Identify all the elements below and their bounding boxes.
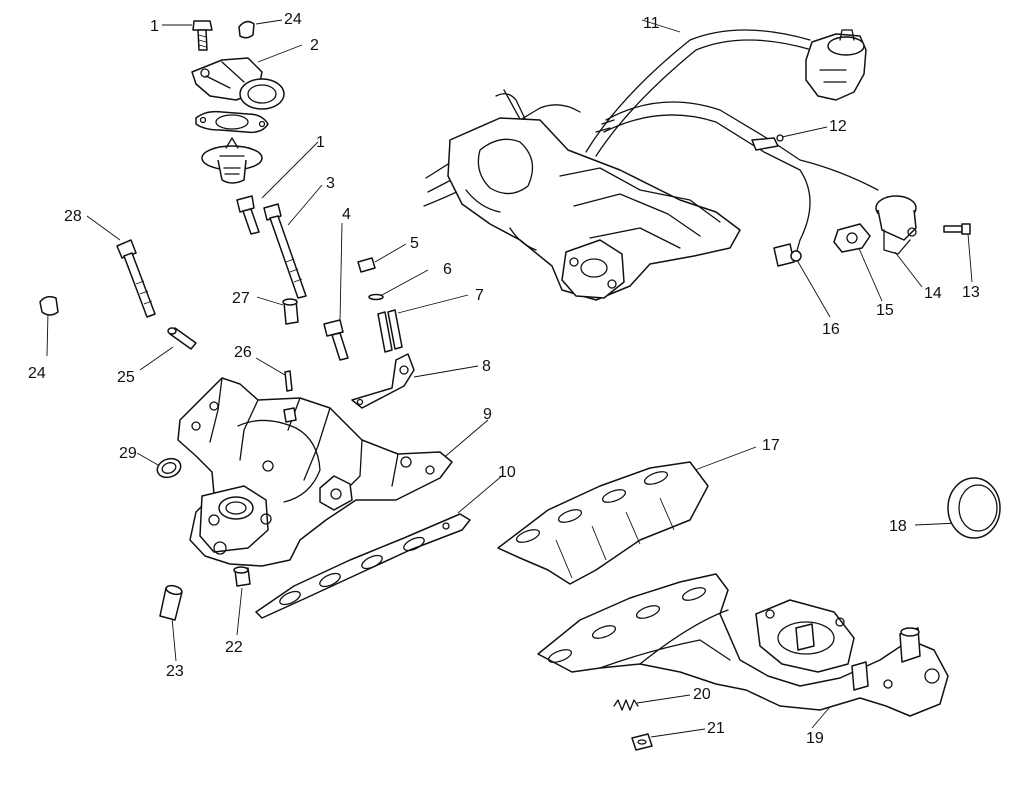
callout-15: 15: [876, 302, 894, 319]
part-1-bolt-top: [192, 20, 213, 51]
part-9-intake-manifold: [177, 377, 453, 567]
part-17-heat-shield: [497, 461, 709, 585]
part-23-pipe: [159, 584, 183, 621]
callout-6: 6: [443, 261, 452, 278]
callout-26: 26: [234, 344, 252, 361]
callout-4: 4: [342, 206, 351, 223]
callout-28: 28: [64, 208, 82, 225]
part-7-pins: [377, 309, 403, 353]
callout-8: 8: [482, 358, 491, 375]
leader-lines: [46, 19, 973, 738]
callout-10: 10: [498, 464, 516, 481]
callout-17: 17: [762, 437, 780, 454]
callout-18: 18: [889, 518, 907, 535]
part-29-oring: [156, 457, 182, 479]
callout-11: 11: [643, 15, 660, 32]
part-13-screw: [943, 223, 971, 235]
part-16-sensor: [773, 243, 802, 267]
part-10-gasket: [255, 513, 471, 619]
part-27-plug: [282, 298, 299, 325]
part-19-exhaust-manifold: [537, 573, 949, 717]
callout-3: 3: [326, 175, 335, 192]
callout-9: 9: [483, 406, 492, 423]
callout-23: 23: [166, 663, 184, 680]
callout-1-second: 1: [316, 134, 325, 151]
part-12-clip: [751, 134, 784, 151]
callout-24-top: 24: [284, 11, 302, 28]
callout-13: 13: [962, 284, 980, 301]
part-11-harness: [585, 29, 879, 255]
callout-21: 21: [707, 720, 725, 737]
callout-16: 16: [822, 321, 840, 338]
part-20-spring: [613, 699, 639, 711]
callout-7: 7: [475, 287, 484, 304]
part-24-cap-top: [238, 20, 255, 39]
callout-14: 14: [924, 285, 942, 302]
callout-2: 2: [310, 37, 319, 54]
part-28-long-bolt: [116, 239, 156, 318]
thermostat: [201, 137, 263, 184]
part-26-pin: [284, 370, 293, 392]
part-22-plug: [233, 566, 251, 587]
part-24-cap-left: [39, 295, 59, 316]
part-2-water-outlet: [191, 57, 285, 110]
part-25-pin: [167, 327, 197, 350]
outlet-gasket: [195, 110, 269, 134]
part-8-bracket: [351, 353, 415, 409]
part-18-seal-ring: [947, 477, 1001, 539]
callout-25: 25: [117, 369, 135, 386]
part-3-long-bolt: [263, 203, 307, 299]
callout-labels: 1 24 2 1 3 28 4 5 6 7 27 24 25 26 8 9 29…: [28, 11, 980, 747]
part-15-gasket: [833, 223, 871, 253]
part-6-oring: [368, 293, 384, 301]
part-21-nut: [631, 733, 653, 751]
callout-22: 22: [225, 639, 243, 656]
upper-assembly: [423, 89, 741, 301]
callout-1-top: 1: [150, 18, 159, 35]
callout-12: 12: [829, 118, 847, 135]
part-4-bolt: [323, 319, 349, 361]
callout-27: 27: [232, 290, 250, 307]
callout-20: 20: [693, 686, 711, 703]
part-14-egr-valve: [875, 195, 917, 255]
part-5-nut: [357, 257, 376, 273]
callout-5: 5: [410, 235, 419, 252]
callout-19: 19: [806, 730, 824, 747]
callout-29: 29: [119, 445, 137, 462]
callout-24-left: 24: [28, 365, 46, 382]
part-1-bolt-second: [236, 195, 260, 235]
